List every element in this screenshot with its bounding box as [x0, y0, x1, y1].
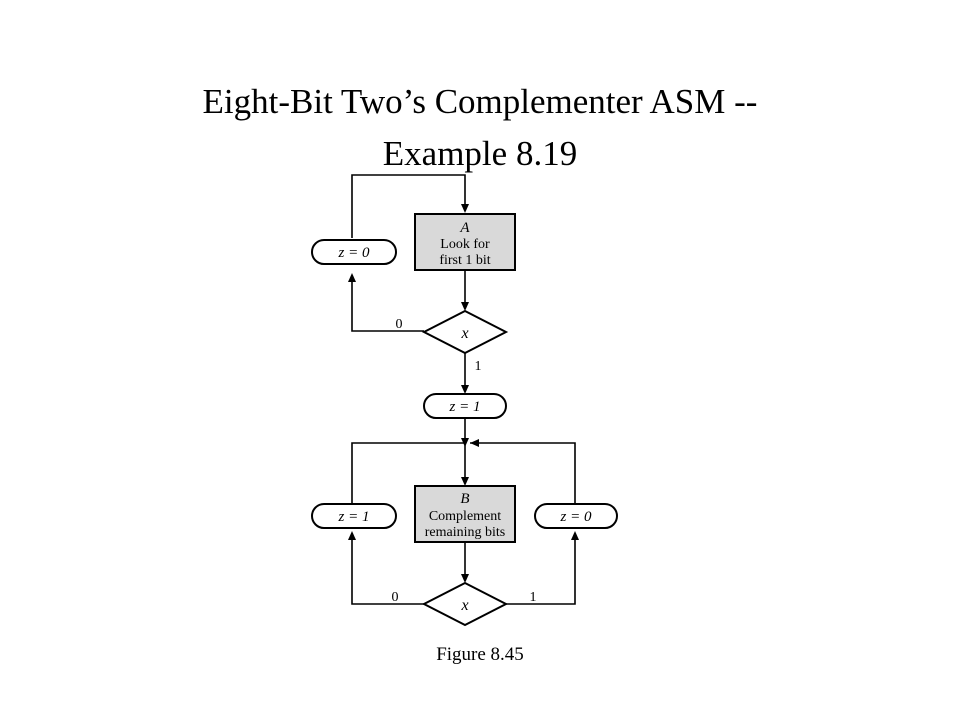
- output-b-left-label: z = 1: [338, 509, 370, 525]
- conditional-output-a1: z = 1: [423, 393, 507, 419]
- wire-b-left-loop: [351, 442, 465, 504]
- wire-decision-b-branch-1: [506, 538, 576, 605]
- state-a-line2: first 1 bit: [439, 253, 490, 268]
- arrowhead-into-output-b-right: [571, 531, 579, 540]
- decision-diamond-a: x: [421, 309, 509, 355]
- arrowhead-into-output-b-left: [348, 531, 356, 540]
- state-box-a: A Look for first 1 bit: [414, 213, 516, 271]
- arrowhead-right-loop: [470, 439, 479, 447]
- wire-decision-b-branch-0: [351, 538, 424, 605]
- arrowhead-into-state-a: [461, 204, 469, 213]
- slide-title: Eight-Bit Two’s Complementer ASM -- Exam…: [0, 76, 960, 180]
- output-a0-label: z = 0: [338, 245, 370, 261]
- state-b-name: B: [460, 491, 469, 507]
- wire-decision-a-branch-0: [351, 280, 424, 332]
- decision-diamond-b: x: [421, 581, 509, 627]
- state-b-line1: Complement: [429, 509, 501, 524]
- conditional-output-b-left: z = 1: [311, 503, 397, 529]
- title-line-2: Example 8.19: [382, 134, 578, 173]
- decision-b-branch-0-label: 0: [392, 590, 399, 605]
- output-a1-label: z = 1: [449, 399, 481, 415]
- state-box-b: B Complement remaining bits: [414, 485, 516, 543]
- wire-b-right-loop: [470, 442, 576, 504]
- conditional-output-a0: z = 0: [311, 239, 397, 265]
- arrowhead-into-decision-b: [461, 574, 469, 583]
- decision-b-branch-1-label: 1: [530, 590, 537, 605]
- wire-loop-top: [351, 174, 466, 238]
- decision-b-label: x: [460, 597, 468, 614]
- decision-a-branch-0-label: 0: [396, 317, 403, 332]
- arrowhead-into-decision-a: [461, 302, 469, 311]
- arrowhead-into-output-a1: [461, 385, 469, 394]
- state-b-line2: remaining bits: [425, 525, 506, 540]
- decision-a-branch-1-label: 1: [475, 359, 482, 374]
- state-a-name: A: [459, 220, 470, 236]
- conditional-output-b-right: z = 0: [534, 503, 618, 529]
- state-a-line1: Look for: [440, 237, 490, 252]
- arrowhead-into-output-a0: [348, 273, 356, 282]
- arrowhead-into-state-b: [461, 477, 469, 486]
- figure-caption: Figure 8.45: [436, 644, 524, 665]
- title-line-1: Eight-Bit Two’s Complementer ASM --: [202, 82, 758, 121]
- decision-a-label: x: [460, 325, 468, 342]
- output-b-right-label: z = 0: [560, 509, 592, 525]
